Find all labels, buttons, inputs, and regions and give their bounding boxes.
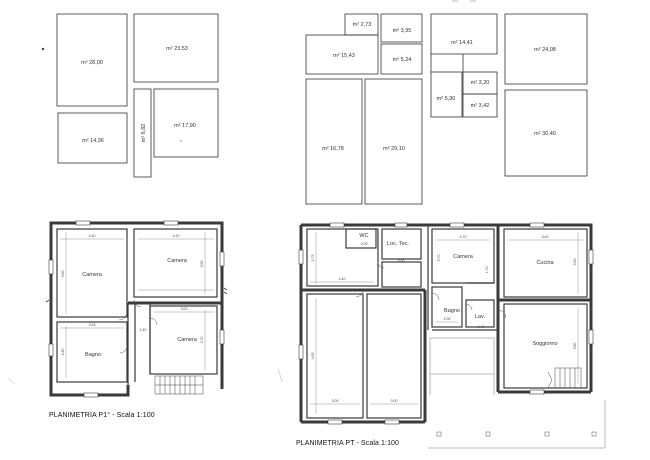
- dimension-label: 3.50: [573, 259, 577, 266]
- column-marks: [436, 431, 597, 437]
- area-label: m² 14,36: [82, 138, 104, 144]
- staircase: [547, 367, 582, 389]
- area-label: m² 17,90: [174, 123, 196, 129]
- dimension-label: 2.80: [61, 349, 65, 356]
- room-label: Bagno: [444, 308, 460, 314]
- dimension-label: 3.70: [200, 337, 204, 344]
- dimension-label: 1.40: [478, 325, 485, 329]
- area-block-b6: [504, 13, 588, 85]
- dimension-label: 3.15: [89, 323, 96, 327]
- dimension-label: 1.40: [140, 328, 147, 332]
- punch-mark: [41, 47, 45, 51]
- dimension-label: 3.60: [200, 261, 204, 268]
- area-block-4: [133, 88, 152, 178]
- floor-plan-pt: [298, 222, 606, 449]
- dimension-label: 3.00: [332, 399, 339, 403]
- door-swings: [118, 299, 158, 354]
- room-label: Soggiorno: [532, 341, 557, 347]
- dimension-label: 3.40: [542, 235, 549, 239]
- area-label: m² 15,43: [333, 53, 355, 59]
- dimension-label: 4.40: [339, 277, 346, 281]
- point-mark: [180, 140, 182, 142]
- area-block-b8: [430, 71, 463, 118]
- room-label: Loc. Tec.: [387, 241, 409, 247]
- area-block-1: [56, 13, 128, 107]
- area-label: m² 23,53: [166, 46, 188, 52]
- room-label: Camera: [82, 272, 103, 278]
- dimension-label: 4.40: [89, 234, 96, 238]
- dimension-label: 3.00: [391, 399, 398, 403]
- area-label: m² 3,20: [471, 80, 490, 86]
- area-label: m² 3,42: [471, 103, 490, 109]
- room-label: Camera: [167, 258, 188, 264]
- staircase: [154, 375, 204, 395]
- area-block-5: [153, 88, 219, 158]
- room-label: WC: [359, 233, 368, 239]
- area-scheme-pt: [305, 13, 588, 205]
- dimension-lines: [60, 232, 214, 378]
- area-label: m² 30,40: [534, 131, 556, 137]
- dimension-label: 3.70: [437, 255, 441, 262]
- area-label: m² 29,10: [383, 146, 405, 152]
- area-block-b9: [462, 93, 498, 118]
- area-block-b5: [430, 13, 498, 55]
- area-block-b11: [364, 78, 423, 205]
- area-label: m² 3,95: [393, 28, 412, 34]
- area-block-3: [57, 112, 128, 164]
- area-block-b4: [380, 43, 423, 75]
- area-block-b2: [380, 13, 423, 43]
- area-label: m² 2,73: [353, 22, 372, 28]
- dimension-label: 2.75: [311, 255, 315, 262]
- dimension-label: 4.20: [173, 234, 180, 238]
- dimension-label: 4.70: [460, 235, 467, 239]
- area-label: m² 28,00: [81, 60, 103, 66]
- plan-title-p1: PLANIMETRIA P1° - Scala 1:100: [49, 412, 155, 419]
- plan-title-pt: PLANIMETRIA PT - Scala 1:100: [296, 440, 400, 447]
- window-marks: [298, 222, 594, 425]
- dimension-label: 2.00: [361, 242, 368, 246]
- room-label: Cucina: [536, 260, 554, 266]
- area-label: m² 6,82: [141, 124, 147, 143]
- area-block-b10: [305, 78, 363, 205]
- dimension-lines: [310, 232, 583, 414]
- area-scheme-p1: [56, 13, 219, 178]
- area-block-b3: [305, 34, 379, 75]
- area-label: m² 24,08: [534, 47, 556, 53]
- dimension-label: 3.00: [181, 307, 188, 311]
- area-label: m² 16,78: [322, 146, 344, 152]
- area-label: m² 5,24: [393, 57, 412, 63]
- dimension-label: 4.65: [311, 353, 315, 360]
- dimension-label: 3.00: [398, 259, 405, 263]
- area-label: m² 14,41: [451, 40, 473, 46]
- scan-marks: [7, 367, 283, 385]
- dimension-label: 3.80: [573, 343, 577, 350]
- wall-hatch: [45, 287, 228, 303]
- door-swings: [355, 261, 507, 319]
- floor-plan-p1: [45, 220, 228, 398]
- porch-outline: [428, 337, 606, 449]
- room-label: Camera: [177, 337, 198, 343]
- area-block-2: [133, 13, 219, 83]
- area-block-b12: [504, 89, 588, 177]
- area-label: m² 5,90: [437, 96, 456, 102]
- room-label: Lav.: [475, 314, 485, 320]
- dimension-label: 3.60: [61, 271, 65, 278]
- room-label: Bagno: [85, 352, 101, 358]
- window-marks: [48, 220, 225, 398]
- room-label: Camera: [453, 254, 474, 260]
- dimension-label: 1.70: [485, 267, 489, 274]
- dimension-label: 2.00: [444, 317, 451, 321]
